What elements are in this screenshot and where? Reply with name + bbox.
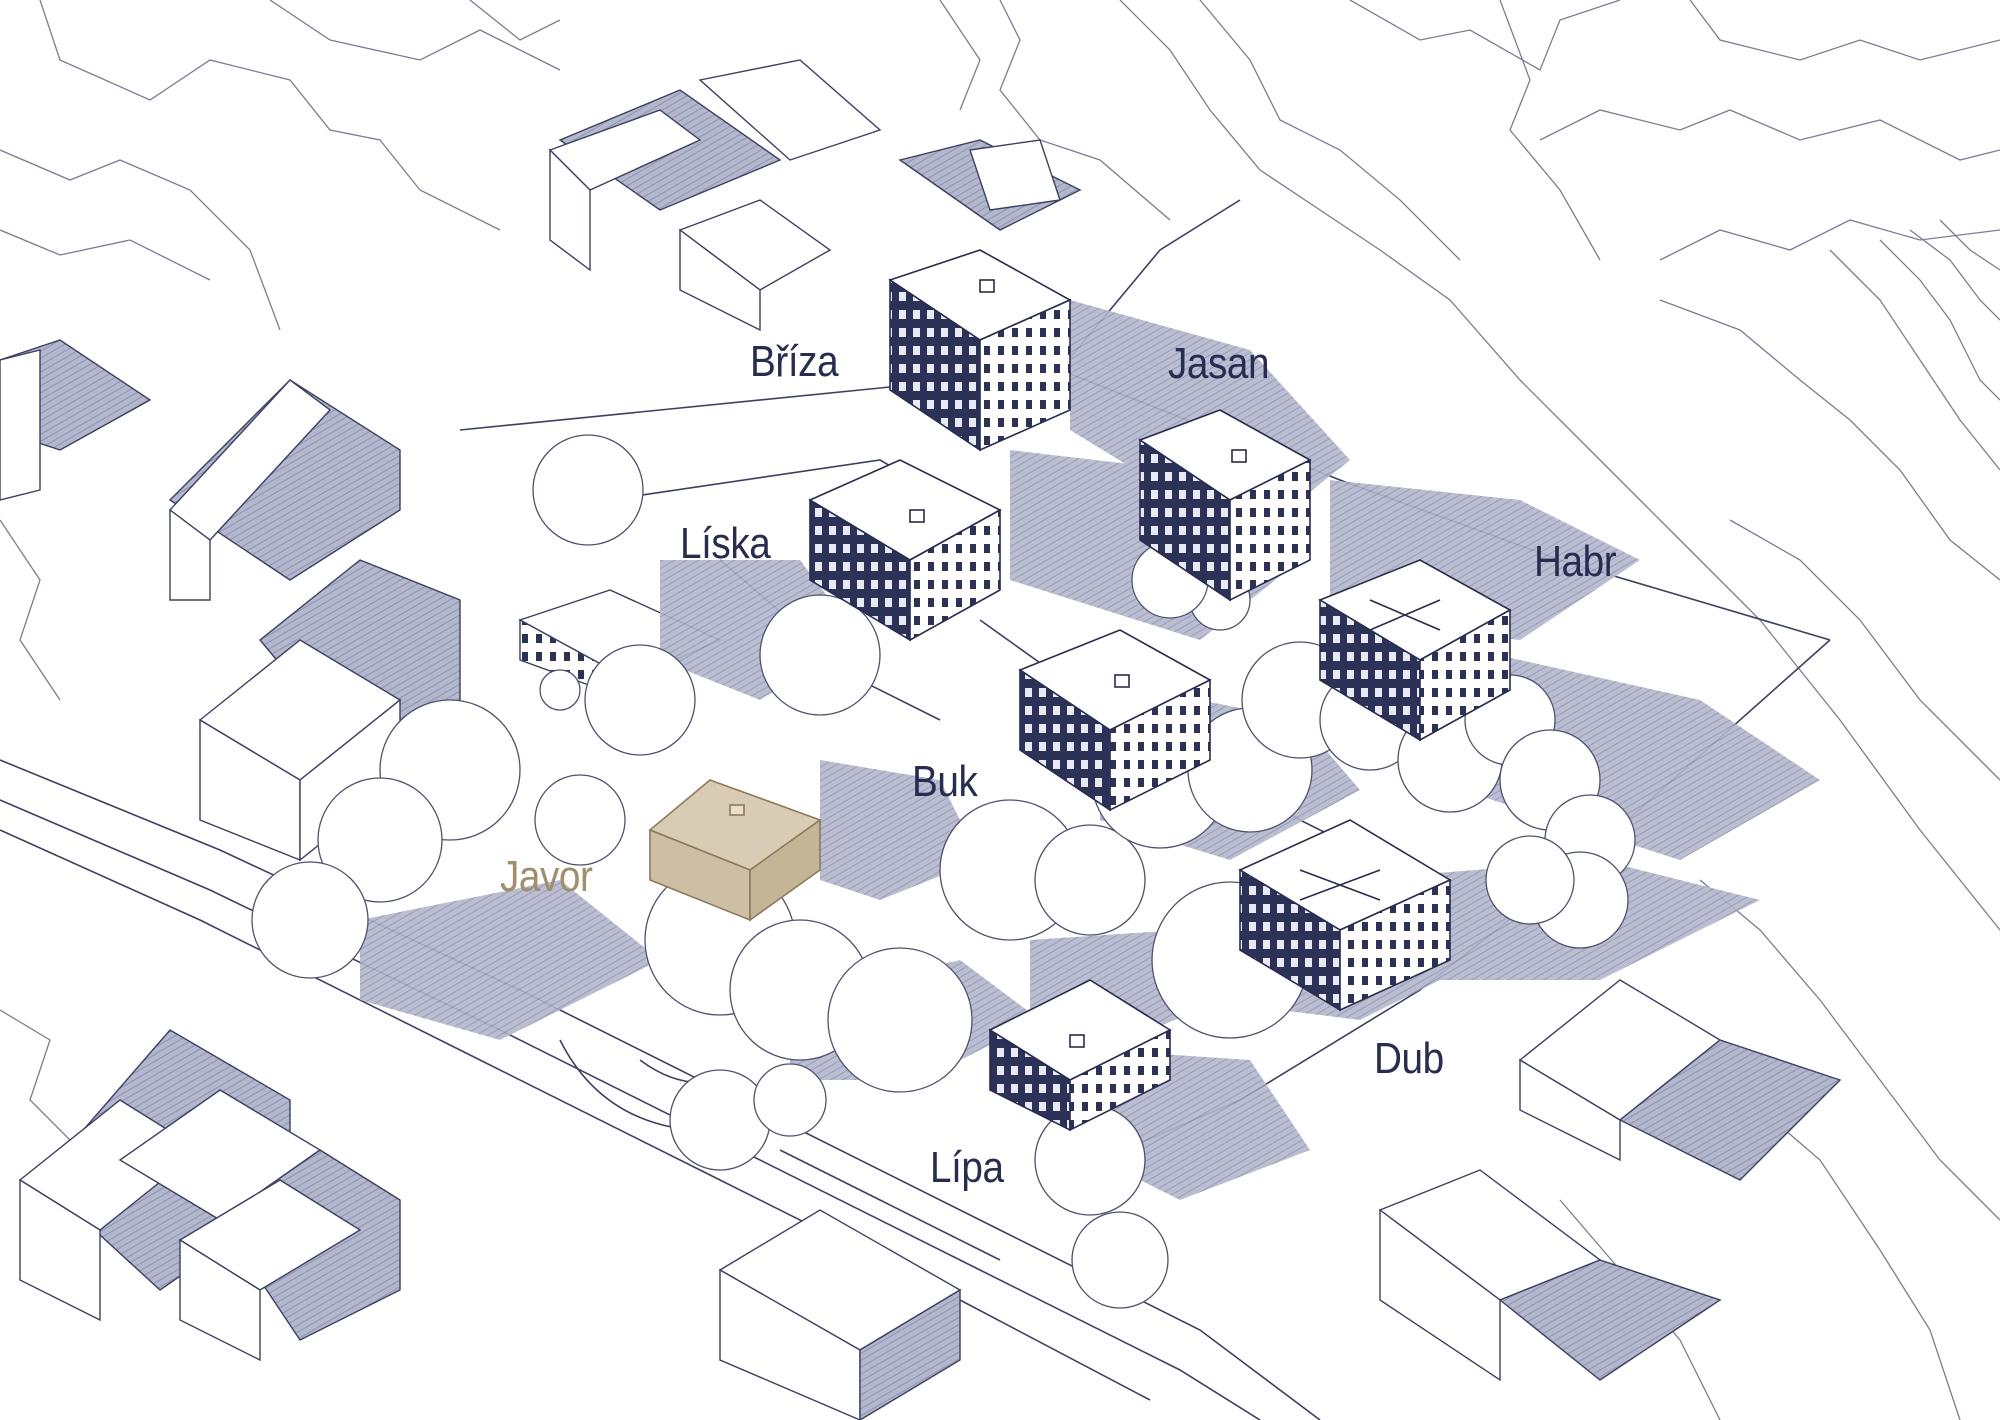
block-liska — [808, 459, 1002, 642]
block-buk — [1018, 629, 1212, 812]
building-label-javor[interactable]: Javor — [500, 852, 593, 901]
block-javor — [648, 779, 822, 922]
block-habr — [1318, 559, 1512, 742]
block-briza — [888, 249, 1072, 452]
building-label-habr[interactable]: Habr — [1534, 537, 1617, 586]
building-label-buk[interactable]: Buk — [912, 757, 978, 806]
building-label-lipa[interactable]: Lípa — [930, 1143, 1004, 1192]
apartment-blocks — [648, 249, 1512, 1132]
building-label-jasan[interactable]: Jasan — [1168, 339, 1270, 388]
block-lipa — [988, 979, 1172, 1132]
building-label-briza[interactable]: Bříza — [750, 337, 839, 386]
surrounding-buildings — [0, 59, 1842, 1420]
block-jasan — [1138, 409, 1312, 602]
building-label-liska[interactable]: Líska — [680, 519, 771, 568]
block-dub — [1238, 819, 1452, 1012]
building-label-dub[interactable]: Dub — [1374, 1034, 1444, 1083]
